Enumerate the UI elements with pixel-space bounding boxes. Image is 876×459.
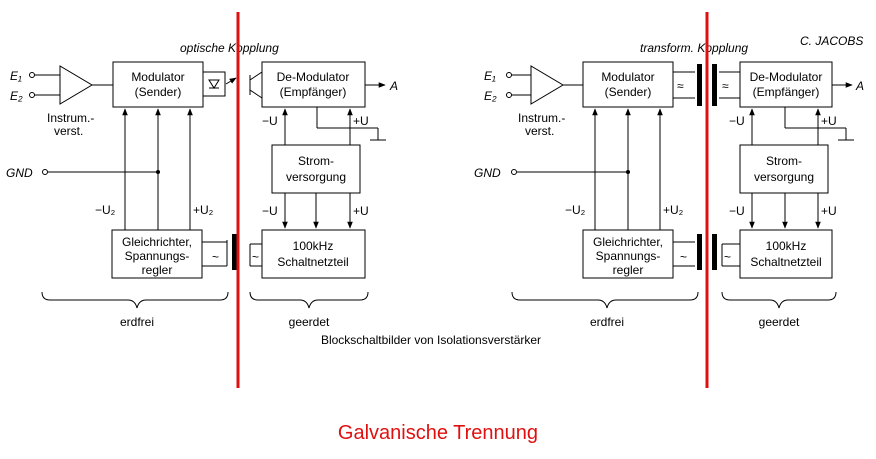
right-output-a: A [855,79,864,93]
left-brace-floating [41,291,229,309]
right-rectifier-label-3: regler [613,263,644,277]
right-power-supply-box [739,144,829,194]
right-smps-label-2: Schaltnetzteil [750,255,821,269]
left-rectifier-label-1: Gleichrichter, [122,235,192,249]
left-demodulator-label-2: (Empfänger) [280,85,347,99]
right-modulator-label-1: Modulator [601,70,654,84]
left-input-e2: E₂ [10,89,23,103]
left-label-grounded: geerdet [289,315,330,329]
left-smps-label-1: 100kHz [293,239,334,253]
right-gnd-label: GND [474,166,501,180]
left-amp-label-1: Instrum.- [47,111,94,125]
right-amp-label-1: Instrum.- [518,111,565,125]
left-minus-u2: −U₂ [95,203,116,217]
left-coupling-label: optische Kopplung [180,41,279,55]
right-modulator-label-2: (Sender) [605,85,652,99]
right-psu-label-2: versorgung [754,170,814,184]
galvanic-isolation-title: Galvanische Trennung [337,422,539,444]
right-minus-u2: −U₂ [565,203,586,217]
right-label-grounded: geerdet [759,315,800,329]
right-demodulator-label-1: De-Modulator [750,70,823,84]
right-supply-transformer-core [712,234,717,270]
right-input-e2: E₂ [484,89,497,103]
right-input-e1: E₁ [484,69,496,83]
right-minus-u-top: −U [729,114,745,128]
left-smps-box [261,229,366,279]
author-label: C. JACOBS [800,34,863,48]
left-transformer-core [232,234,237,270]
left-plus-u-bottom: +U [353,204,369,218]
right-brace-floating [511,291,699,309]
left-power-supply-box [271,144,361,194]
left-amp-label-2: verst. [54,124,83,138]
left-gnd-label: GND [6,166,33,180]
right-minus-u-bottom: −U [729,204,745,218]
right-modulator-box [582,61,674,108]
left-rectifier-label-3: regler [142,263,173,277]
left-plus-u-top: +U [353,114,369,128]
left-diagram: E₁ E₂ Instrum.- verst. Modulator (Sender… [6,41,398,329]
right-amp-label-2: verst. [525,124,554,138]
right-tilde-primary: ~ [680,250,687,264]
left-output-a: A [389,79,398,93]
right-demodulator-box [739,61,833,108]
right-signal-transformer-core [697,64,702,106]
right-rectifier-box [582,229,674,279]
right-psu-label-1: Strom- [766,154,802,168]
left-tilde-primary: ~ [212,250,219,264]
left-plus-u2: +U₂ [193,203,214,217]
left-tilde-secondary: ~ [252,250,259,264]
right-diagram: E₁ E₂ Instrum.- verst. Modulator (Sender… [474,34,864,329]
diagram-caption: Blockschaltbilder von Isolationsverstärk… [321,333,541,347]
left-minus-u-bottom: −U [262,204,278,218]
right-approx-secondary: ≈ [722,79,729,93]
left-modulator-label-1: Modulator [131,70,184,84]
right-brace-grounded [721,291,837,309]
right-amplifier-symbol [530,65,564,105]
left-smps-label-2: Schaltnetzteil [277,255,348,269]
left-demodulator-box [261,61,366,108]
right-plus-u-top: +U [821,114,837,128]
left-amplifier-symbol [59,65,93,105]
right-rectifier-label-2: Spannungs- [596,249,661,263]
left-brace-grounded [249,291,369,309]
left-led-symbol [202,71,226,97]
right-tilde-secondary: ~ [724,250,731,264]
left-rectifier-box [111,229,203,279]
right-plus-u2: +U₂ [663,203,684,217]
left-psu-label-2: versorgung [286,170,346,184]
right-plus-u-bottom: +U [821,204,837,218]
right-coupling-label: transform. Kopplung [640,41,748,55]
right-demodulator-label-2: (Empfänger) [753,85,820,99]
left-label-floating: erdfrei [120,315,154,329]
left-input-e1: E₁ [10,69,22,83]
right-label-floating: erdfrei [590,315,624,329]
left-demodulator-label-1: De-Modulator [277,70,350,84]
right-approx-primary: ≈ [677,79,684,93]
left-rectifier-label-2: Spannungs- [125,249,190,263]
left-modulator-label-2: (Sender) [135,85,182,99]
left-minus-u-top: −U [262,114,278,128]
left-psu-label-1: Strom- [298,154,334,168]
left-modulator-box [112,61,204,108]
right-smps-box [739,229,833,279]
right-smps-label-1: 100kHz [766,239,807,253]
right-rectifier-label-1: Gleichrichter, [593,235,663,249]
